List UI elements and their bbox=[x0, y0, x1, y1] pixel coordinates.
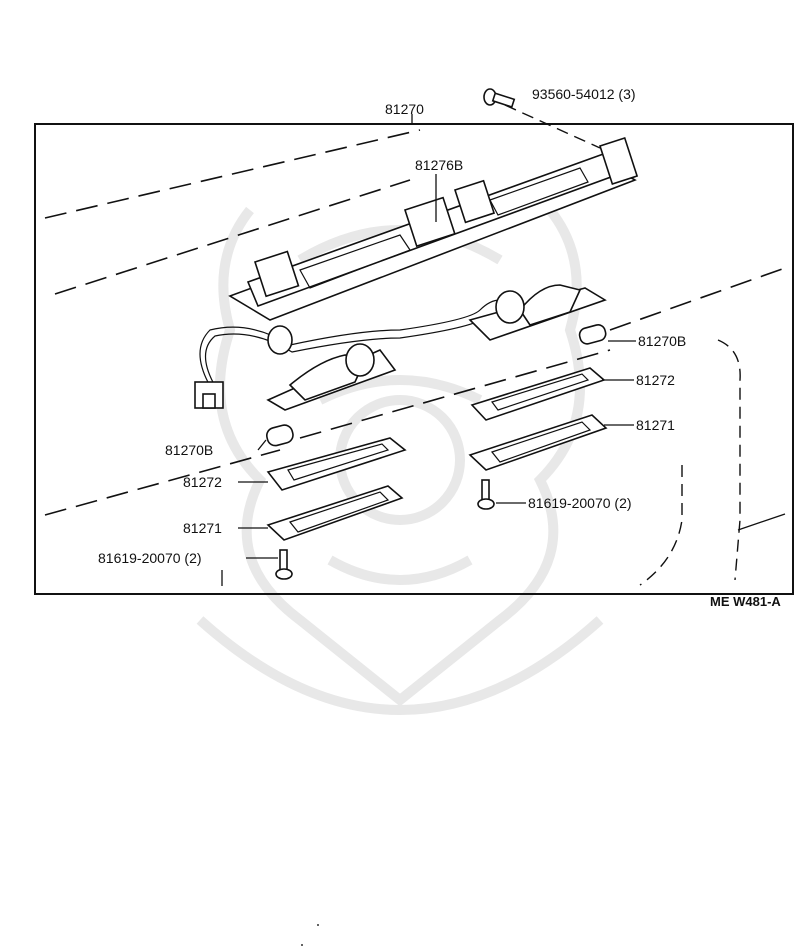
screw-top-part bbox=[483, 88, 516, 108]
bulb-right-part bbox=[578, 324, 607, 345]
screw-right-part bbox=[477, 479, 495, 510]
label-screw-left: 81619-20070 (2) bbox=[98, 550, 202, 566]
housing-part bbox=[228, 136, 639, 321]
lens-left-part bbox=[266, 485, 404, 541]
label-bulb-left: 81270B bbox=[165, 442, 213, 458]
label-lens-right: 81271 bbox=[636, 417, 675, 433]
bulb-left-part bbox=[265, 424, 294, 447]
leader-lines bbox=[221, 114, 636, 586]
gasket-left-part bbox=[266, 437, 407, 491]
assembly-frame bbox=[34, 123, 794, 595]
label-lens-left: 81271 bbox=[183, 520, 222, 536]
watermark-emblem bbox=[196, 206, 604, 715]
label-assembly: 81270 bbox=[385, 101, 424, 117]
wire-harness-part bbox=[194, 284, 607, 411]
label-screw-top: 93560-54012 (3) bbox=[532, 86, 636, 102]
ref-code: ME W481-A bbox=[710, 594, 781, 609]
screw-left-part bbox=[275, 549, 293, 580]
alignment-lines bbox=[44, 104, 786, 586]
label-housing: 81276B bbox=[415, 157, 463, 173]
label-screw-right: 81619-20070 (2) bbox=[528, 495, 632, 511]
label-gasket-right: 81272 bbox=[636, 372, 675, 388]
lens-right-part bbox=[468, 414, 608, 471]
label-bulb-right: 81270B bbox=[638, 333, 686, 349]
speck bbox=[317, 924, 319, 926]
label-gasket-left: 81272 bbox=[183, 474, 222, 490]
speck bbox=[301, 944, 303, 946]
